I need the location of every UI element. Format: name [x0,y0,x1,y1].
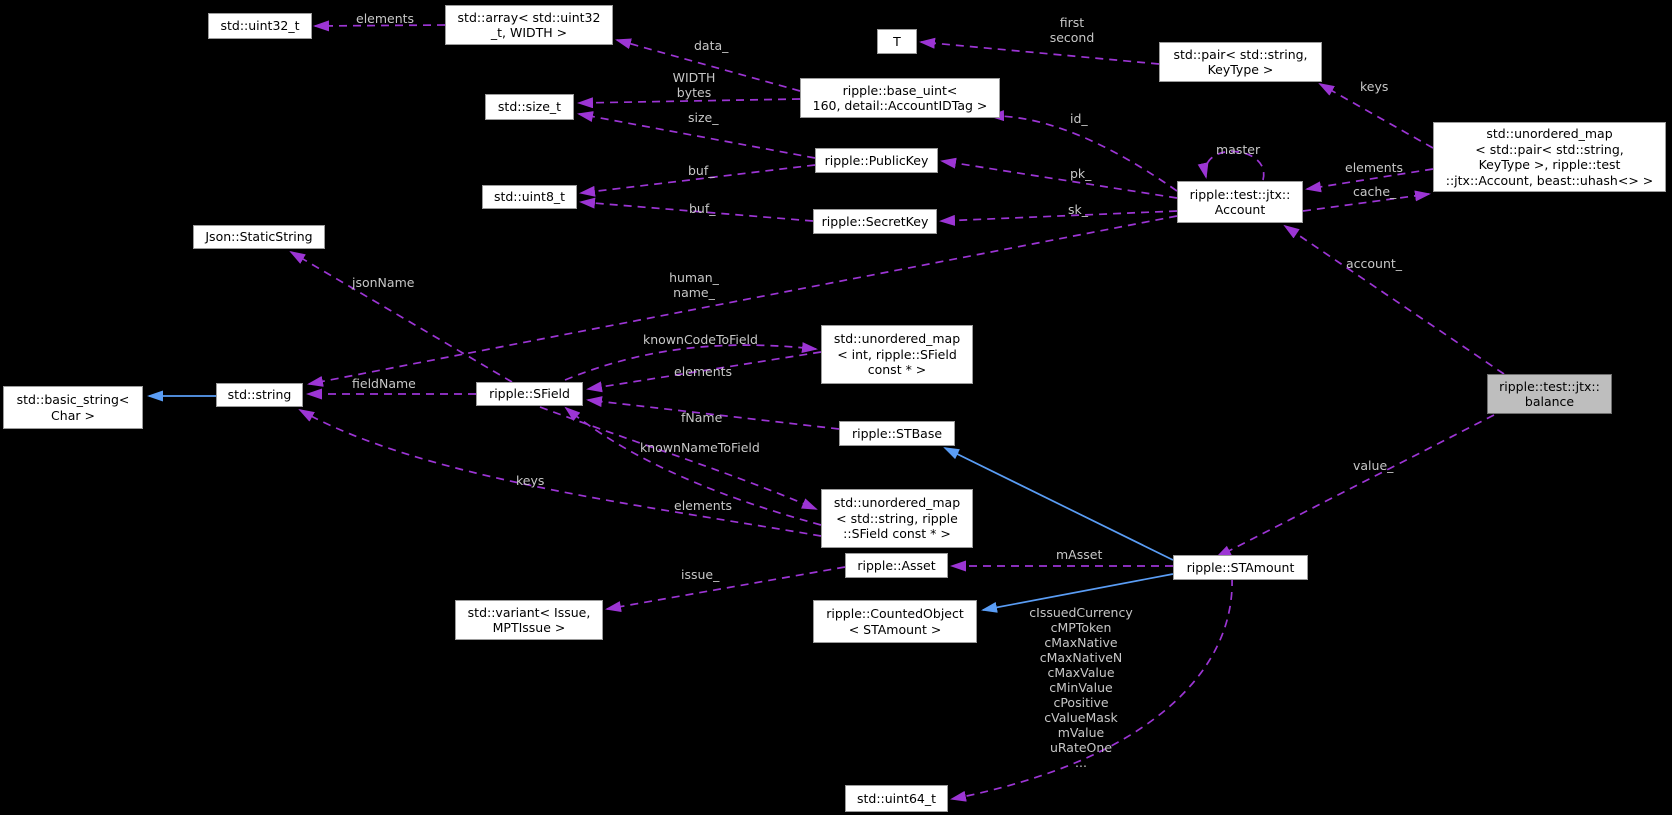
node-ripple-stamount[interactable]: ripple::STAmount [1173,555,1308,580]
edge-label-sk: sk_ [1068,202,1089,217]
node-std-variant-issue[interactable]: std::variant< Issue,MPTIssue > [455,600,603,640]
node-std-string[interactable]: std::string [216,383,303,407]
node-ripple-asset[interactable]: ripple::Asset [845,553,948,578]
node-std-uint32-t[interactable]: std::uint32_t [208,13,312,39]
edge-label-elements-code: elements [674,364,733,379]
edge-label-masset: mAsset [1056,547,1103,562]
node-ripple-countedobject[interactable]: ripple::CountedObject< STAmount > [813,600,977,643]
node-json-staticstring[interactable]: Json::StaticString [193,225,325,249]
node-std-uint8-t[interactable]: std::uint8_t [482,185,577,209]
edge-label-keys-string: keys [516,473,545,488]
edge-label-size: size_ [688,110,719,125]
edge-publickey-uint8-buf [579,164,816,197]
node-std-array[interactable]: std::array< std::uint32_t, WIDTH > [445,5,613,45]
edge-stamount-stbase-inherit [943,447,1174,561]
edge-label-elements-name: elements [674,498,733,513]
edge-stbase-sfield-fname [586,396,840,430]
edge-umapint-sfield-elements [586,351,822,393]
node-ripple-secretkey[interactable]: ripple::SecretKey [813,209,937,234]
edge-sfield-staticstring-jsonname [289,250,513,383]
edge-umapstring-string-keys [298,409,822,537]
node-ripple-sfield[interactable]: ripple::SField [476,382,583,406]
edge-label-jsonname: jsonName [352,275,415,290]
edge-array-uint32-elements [313,20,446,32]
edge-baseuint-array-data [615,38,801,92]
node-ripple-base-uint[interactable]: ripple::base_uint<160, detail::AccountID… [800,78,1000,118]
edge-label-issue: issue_ [681,567,720,582]
edge-stamount-countedobject-inherit [981,573,1174,613]
edge-balance-account-account [1283,224,1505,375]
edge-label-master: master [1216,142,1261,157]
node-ripple-stbase[interactable]: ripple::STBase [839,421,955,446]
node-ripple-publickey[interactable]: ripple::PublicKey [815,148,938,173]
edge-baseuint-sizet-width-bytes [577,97,801,109]
edge-label-buf-sk: buf_ [689,201,716,216]
node-ripple-test-jtx-balance: ripple::test::jtx::balance [1487,374,1612,414]
edge-label-elements-account: elements [1345,160,1404,175]
edge-account-secretkey-sk [939,210,1178,226]
edge-account-string-human-name [307,215,1178,387]
edge-label-buf-pk: buf_ [688,163,715,178]
node-t[interactable]: T [877,29,917,54]
edge-sfield-umapint-knowncodetofield [564,342,818,381]
edge-label-human-name: human_name_ [669,270,719,300]
node-std-unordered-map-keys[interactable]: std::unordered_map< std::pair< std::stri… [1433,122,1666,192]
node-std-uint64-t[interactable]: std::uint64_t [845,785,948,812]
edge-label-fname: fName [681,410,723,425]
node-std-pair[interactable]: std::pair< std::string,KeyType > [1159,42,1322,82]
edge-label-fieldname: fieldName [352,376,416,391]
edge-umapkeys-account-elements [1305,168,1434,193]
edge-umapstring-sfield-elements [564,406,822,526]
edge-sfield-umapstring-knownnametofield [539,406,818,510]
edge-publickey-sizet-size [577,111,816,159]
edge-label-stamount-members: cIssuedCurrency cMPToken cMaxNative cMax… [1029,605,1133,770]
edge-label-elements-array: elements [356,11,415,26]
edge-label-knownnametofield: knownNameToField [640,440,760,455]
edge-label-keys-pair: keys [1360,79,1389,94]
edge-label-id: id_ [1070,111,1088,126]
edge-balance-stamount-value [1215,414,1495,558]
edge-label-pk: pk_ [1070,166,1092,181]
edge-account-publickey-pk [940,157,1178,199]
edge-label-account: account_ [1346,256,1403,271]
edge-stamount-uint64-members [950,577,1233,802]
edge-account-umapkeys-cache [1302,190,1431,212]
node-std-basic-string[interactable]: std::basic_string<Char > [3,386,143,429]
edge-pair-t-first-second [919,37,1160,65]
edge-account-master-selfloop [1197,150,1265,181]
edge-label-value: value_ [1353,458,1394,473]
edge-asset-variant-issue [605,566,846,612]
node-std-unordered-map-string-sfield[interactable]: std::unordered_map< std::string, ripple:… [821,489,973,548]
edge-label-cache: cache_ [1353,184,1397,199]
edge-umapkeys-pair-keys [1318,83,1434,149]
edge-label-knowncodetofield: knownCodeToField [643,332,758,347]
node-ripple-test-jtx-account[interactable]: ripple::test::jtx::Account [1177,181,1303,223]
edge-secretkey-uint8-buf [579,197,814,222]
node-std-size-t[interactable]: std::size_t [485,94,574,120]
edge-account-baseuint-id [988,110,1178,192]
edge-label-data: data_ [694,38,729,53]
